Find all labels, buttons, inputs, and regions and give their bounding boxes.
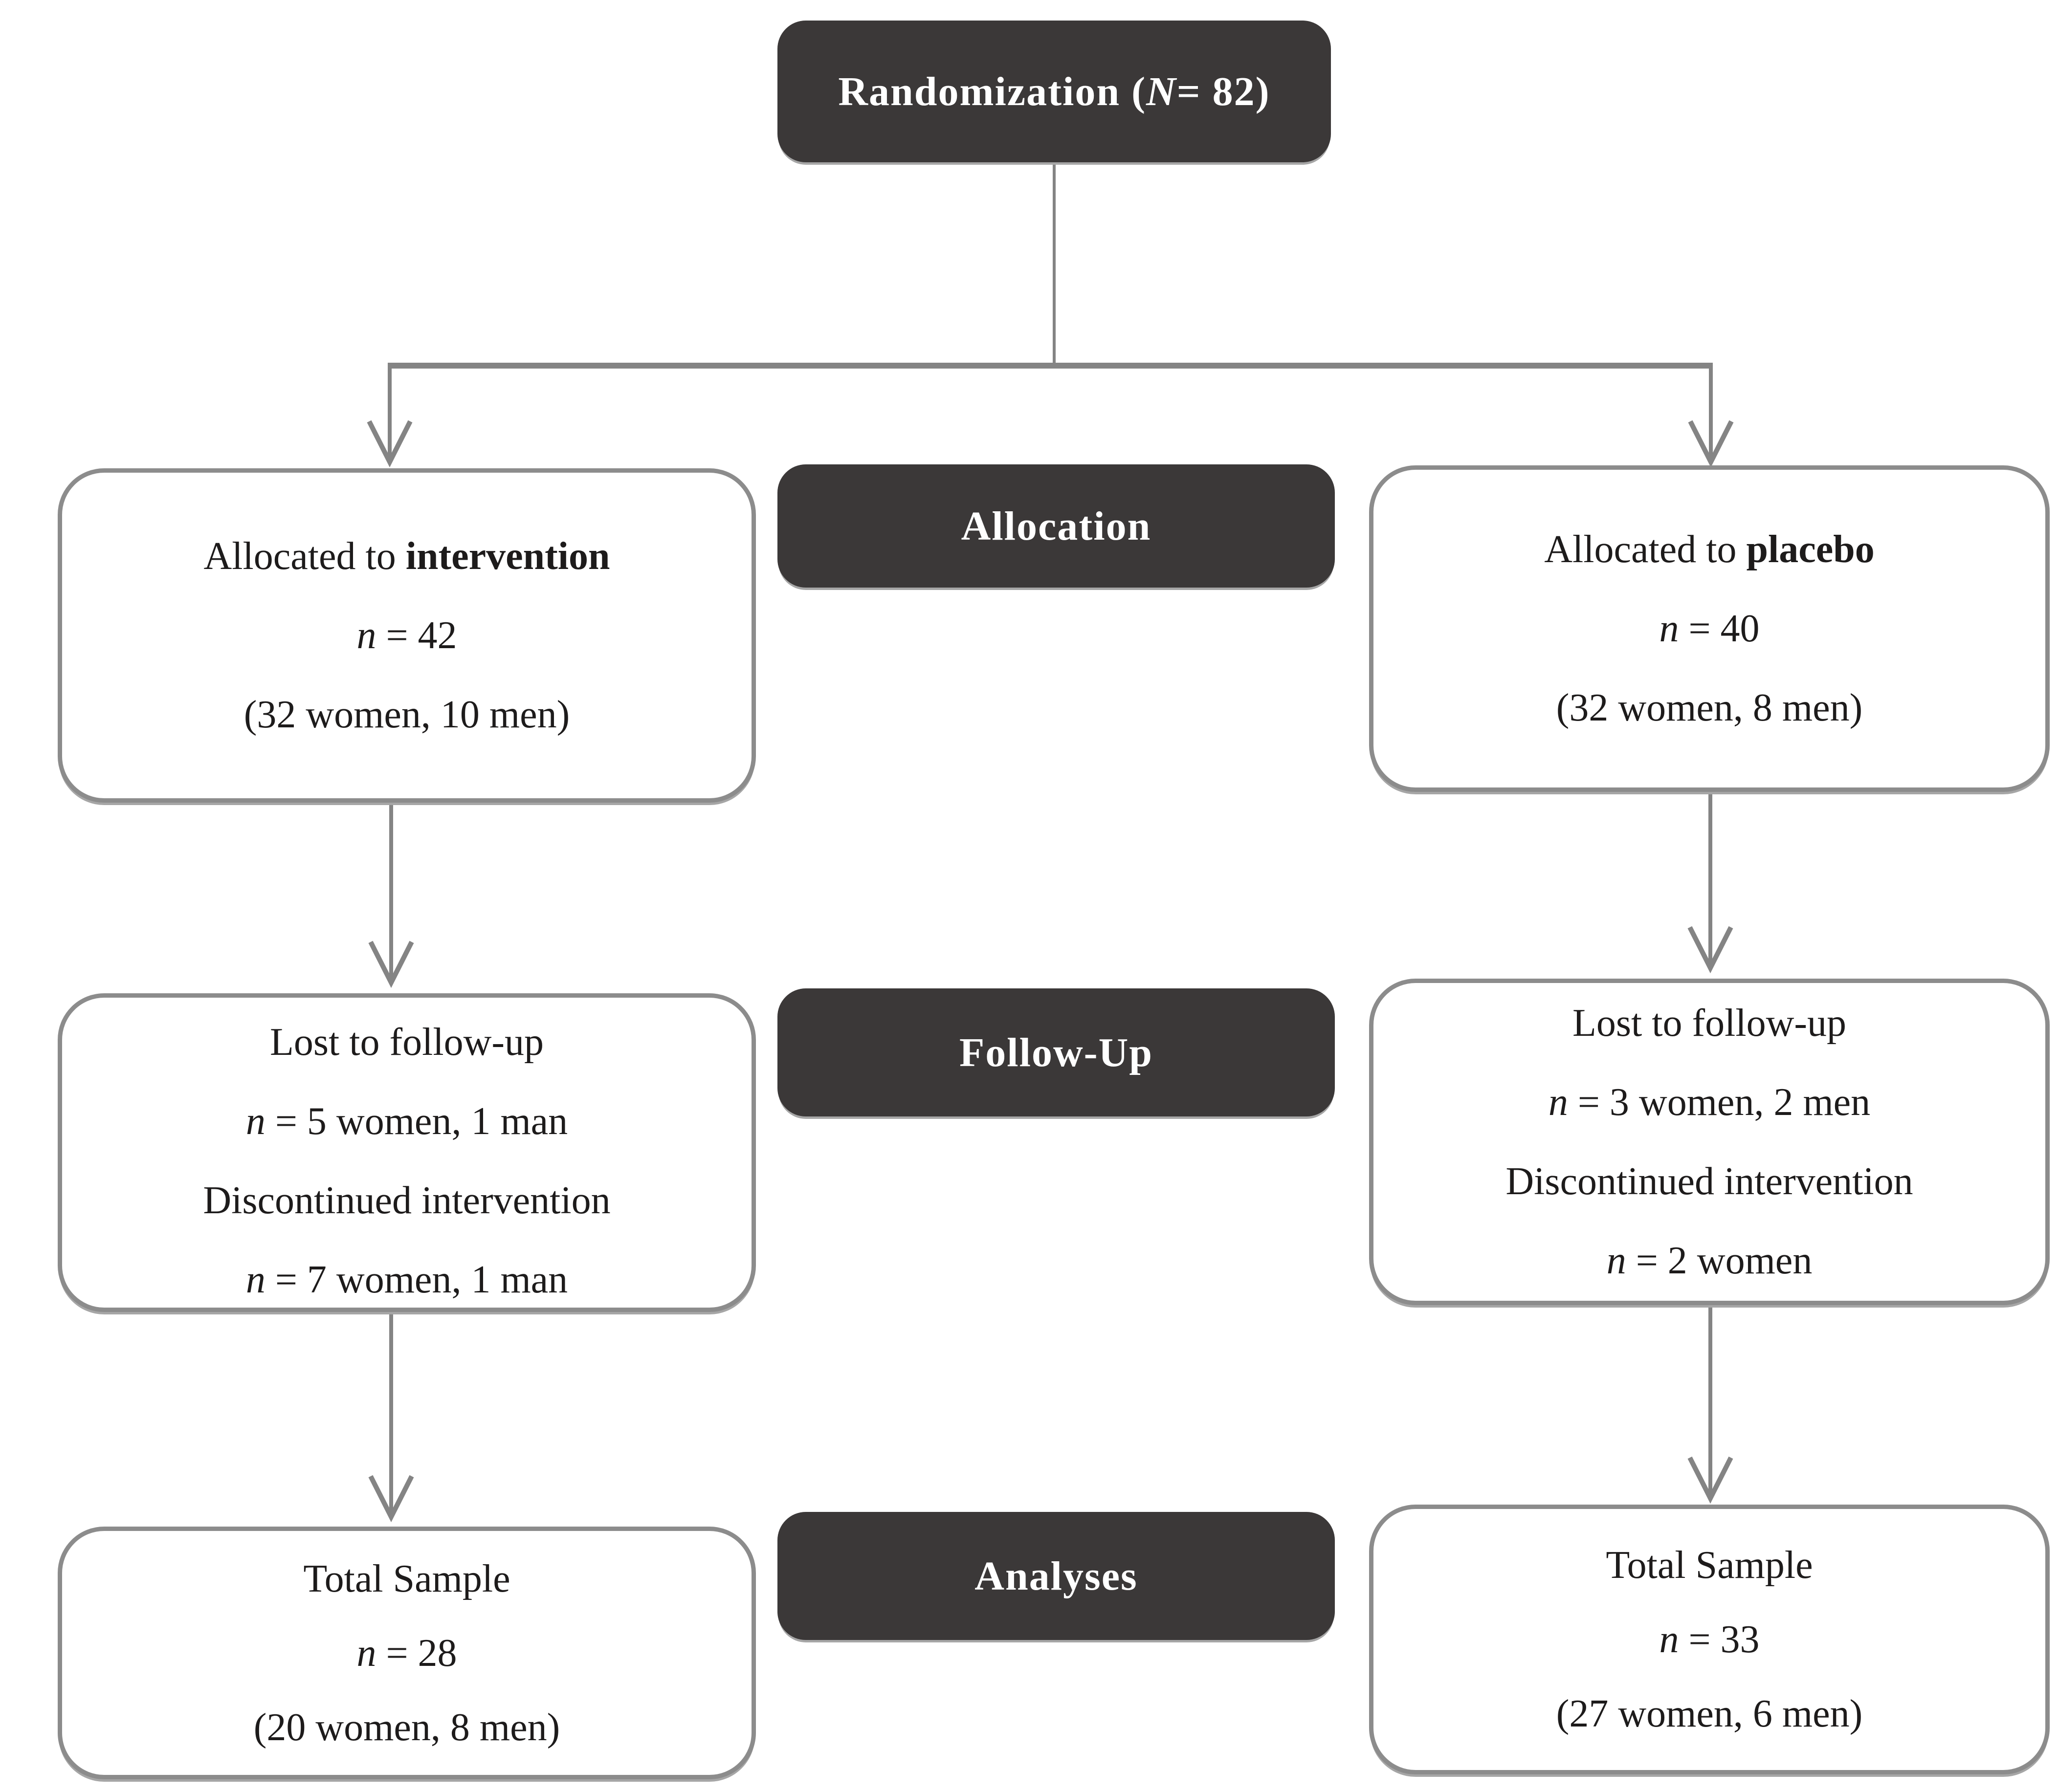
total-sample-line: Total Sample xyxy=(1606,1544,1813,1587)
arrowhead-placebo-followup xyxy=(1687,926,1733,974)
allocation-line: Allocated to intervention xyxy=(204,531,610,582)
placebo-followup-box: Lost to follow-up n = 3 women, 2 men Dis… xyxy=(1369,979,2050,1305)
discontinued-line: Discontinued intervention xyxy=(1505,1160,1913,1203)
arrowhead-intervention-allocation xyxy=(367,420,413,468)
placebo-allocation-box: Allocated to placebo n = 40 (32 women, 8… xyxy=(1369,465,2050,792)
allocation-line: Allocated to placebo xyxy=(1544,524,1874,575)
arrowhead-intervention-analyses xyxy=(368,1475,414,1523)
connector-group xyxy=(367,162,1734,1523)
intervention-followup-box: Lost to follow-up n = 5 women, 1 man Dis… xyxy=(58,993,756,1312)
n-line: n = 40 xyxy=(1659,603,1759,654)
breakdown-line: (32 women, 10 men) xyxy=(243,693,570,736)
n-symbol: n xyxy=(356,614,376,657)
lost-n-line: n = 5 women, 1 man xyxy=(246,1096,568,1147)
n-value: = 7 women, 1 man xyxy=(265,1258,568,1301)
discontinued-n-line: n = 2 women xyxy=(1607,1235,1813,1286)
allocation-text: Allocated to xyxy=(1544,528,1747,571)
n-symbol: n xyxy=(1659,607,1679,650)
randomization-box: Randomization (N= 82) xyxy=(777,21,1331,162)
randomization-label-post: = 82) xyxy=(1176,68,1270,114)
n-value: = 28 xyxy=(376,1631,457,1675)
n-symbol: n xyxy=(356,1631,376,1675)
randomization-label-pre: Randomization ( xyxy=(838,68,1147,114)
stage-label-allocation: Allocation xyxy=(777,464,1335,588)
lost-n-line: n = 3 women, 2 men xyxy=(1549,1077,1870,1128)
followup-stage-text: Follow-Up xyxy=(959,1029,1153,1075)
lost-line: Lost to follow-up xyxy=(270,1021,544,1064)
n-value: = 2 women xyxy=(1626,1239,1813,1282)
n-line: n = 28 xyxy=(356,1628,457,1679)
arrowhead-placebo-analyses xyxy=(1687,1456,1733,1504)
arm-name: intervention xyxy=(405,535,610,578)
breakdown-line: (27 women, 6 men) xyxy=(1556,1692,1863,1735)
allocation-stage-text: Allocation xyxy=(961,503,1151,549)
breakdown-line: (32 women, 8 men) xyxy=(1556,686,1863,729)
n-line: n = 33 xyxy=(1659,1614,1759,1665)
randomization-n-symbol: N xyxy=(1146,68,1177,114)
n-value: = 33 xyxy=(1679,1618,1760,1661)
n-symbol: n xyxy=(1548,1081,1568,1124)
intervention-allocation-box: Allocated to intervention n = 42 (32 wom… xyxy=(58,468,756,803)
discontinued-line: Discontinued intervention xyxy=(203,1179,611,1222)
n-symbol: n xyxy=(1606,1239,1626,1282)
arrowhead-placebo-allocation xyxy=(1688,420,1734,468)
arrowhead-intervention-followup xyxy=(368,940,414,988)
arm-name: placebo xyxy=(1746,528,1875,571)
stage-label-followup: Follow-Up xyxy=(777,988,1335,1116)
breakdown-line: (20 women, 8 men) xyxy=(253,1705,560,1749)
allocation-text: Allocated to xyxy=(203,535,406,578)
n-value: = 42 xyxy=(376,614,457,657)
total-sample-line: Total Sample xyxy=(303,1557,510,1600)
lost-line: Lost to follow-up xyxy=(1572,1002,1846,1045)
n-symbol: n xyxy=(1659,1618,1679,1661)
intervention-analyses-box: Total Sample n = 28 (20 women, 8 men) xyxy=(58,1527,756,1779)
n-line: n = 42 xyxy=(356,610,457,661)
stage-label-analyses: Analyses xyxy=(777,1512,1335,1640)
analyses-stage-text: Analyses xyxy=(974,1553,1138,1599)
n-value: = 3 women, 2 men xyxy=(1568,1081,1871,1124)
n-symbol: n xyxy=(245,1258,266,1301)
n-value: = 40 xyxy=(1679,607,1760,650)
n-symbol: n xyxy=(245,1100,266,1143)
placebo-analyses-box: Total Sample n = 33 (27 women, 6 men) xyxy=(1369,1505,2050,1774)
discontinued-n-line: n = 7 women, 1 man xyxy=(246,1254,568,1305)
n-value: = 5 women, 1 man xyxy=(265,1100,568,1143)
randomization-label: Randomization (N= 82) xyxy=(838,68,1270,115)
